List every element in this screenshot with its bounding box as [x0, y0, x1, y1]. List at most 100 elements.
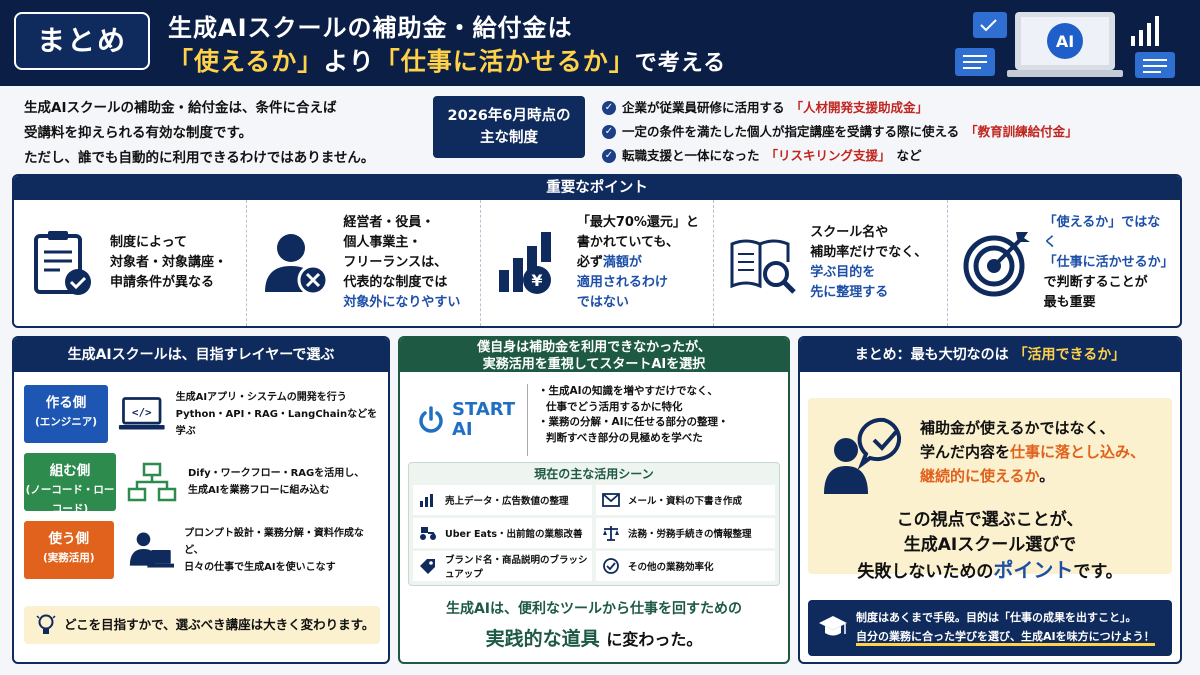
summary-highlight: ポイント: [993, 558, 1074, 582]
intro-text: 生成AIスクールの補助金・給付金は、条件に合えば 受講料を抑えられる有効な制度で…: [24, 96, 374, 171]
systems-date-pill: 2026年6月時点の 主な制度: [433, 96, 585, 158]
role-desc: Dify・ワークフロー・RAGを活用し、: [188, 468, 365, 479]
scene-text: Uber Eats・出前館の業態改善: [445, 529, 583, 540]
point-text: フリーランスは、: [343, 255, 448, 270]
role-integrator: 組む側(ノーコード・ローコード) Dify・ワークフロー・RAGを活用し、生成A…: [24, 452, 378, 515]
page-title-line2: 「使えるか」より「仕事に活かせるか」で考える: [168, 42, 726, 78]
role-user: 使う側(実務活用) プロンプト設計・業務分解・資料作成など、日々の仕事で生成AI…: [24, 520, 378, 580]
title-mid: より: [323, 47, 375, 76]
svg-text:</>: </>: [132, 406, 152, 419]
laptop-ai-illustration: AI: [955, 12, 1175, 78]
scene-text: ブランド名・商品説明のブラッシュアップ: [445, 555, 588, 580]
footer-line: 自分の業務に合った学びを選び、生成AIを味方につけよう！: [856, 630, 1155, 646]
person-check-bubble-icon: [824, 417, 902, 494]
scene-item: メール・資料の下書き作成: [596, 485, 775, 515]
graduation-cap-icon: [819, 616, 847, 636]
point-text: 申請条件が異なる: [110, 275, 215, 290]
key-points-title: 重要なポイント: [14, 176, 1180, 200]
scenes-title: 現在の主な活用シーン: [534, 467, 654, 481]
code-laptop-icon: </>: [118, 397, 165, 430]
footer-line: 制度はあくまで手段。目的は「仕事の成果を出すこと」。: [856, 611, 1137, 624]
pill-line: 2026年6月時点の: [447, 108, 571, 124]
role-desc: 生成AIアプリ・システムの開発を行う: [175, 391, 347, 403]
bar-chart-yen-icon: ¥: [498, 232, 551, 294]
delivery-scooter-icon: [420, 527, 436, 540]
experience-panel: 僕自身は補助金を利用できなかったが、 実務活用を重視してスタートAIを選択 ST…: [398, 336, 790, 664]
role-tag: 作る側(エンジニア): [24, 385, 109, 443]
check-circle-icon: [603, 558, 619, 574]
item-highlight: 「リスキリング支援」: [765, 148, 891, 163]
scales-icon: [603, 526, 619, 541]
point-text: 書かれていても、: [576, 235, 679, 250]
bullet-text: ・生成AIの知識を増やすだけでなく、: [538, 385, 719, 397]
scene-item: 売上データ・広告数値の整理: [413, 485, 592, 515]
intro-line: 受講料を抑えられる有効な制度です。: [24, 125, 253, 141]
summary-badge: まとめ: [14, 12, 150, 70]
point-highlight: 対象外になりやすい: [343, 295, 461, 310]
title-text: まとめ：最も大切なのは: [854, 347, 1009, 363]
check-icon: ✓: [602, 101, 616, 115]
summary-highlight: 継続的に使えるか: [920, 467, 1040, 485]
item-text: 企業が従業員研修に活用する: [622, 100, 785, 115]
scene-item: 法務・労務手続きの情報整理: [596, 518, 775, 548]
list-item: ✓一定の条件を満たした個人が指定講座を受講する際に使える「教育訓練給付金」: [602, 120, 1078, 144]
point-conditions: 制度によって 対象者・対象講座・ 申請条件が異なる: [14, 200, 248, 326]
point-text: 必ず: [576, 255, 603, 270]
role-name: 使う側: [48, 531, 90, 547]
layers-tip: どこを目指すかで、選ぶべき講座は大きく変わります。: [24, 606, 380, 644]
role-tag: 組む側(ノーコード・ローコード): [24, 453, 116, 515]
item-highlight: 「教育訓練給付金」: [965, 124, 1078, 139]
scene-text: その他の業務効率化: [628, 562, 714, 573]
person-laptop-icon: [129, 532, 175, 568]
summary-line: 学んだ内容を: [920, 443, 1011, 461]
tip-text: どこを目指すかで、選ぶべき講座は大きく変わります。: [64, 617, 375, 632]
summary-line: 補助金が使えるかではなく、: [920, 419, 1115, 437]
key-points-panel: 重要なポイント 制度によって 対象者・対象講座・ 申請条件が異なる: [12, 174, 1182, 328]
logo-text: AI: [452, 419, 473, 440]
experience-conclusion: 生成AIは、便利なツールから仕事を回すための 実践的な道具 に変わった。: [400, 598, 788, 651]
title-quote-2: 「仕事に活かせるか」: [374, 47, 635, 76]
point-text: 経営者・役員・: [343, 215, 435, 230]
conclusion-line: 生成AIは、便利なツールから仕事を回すための: [445, 601, 743, 617]
power-icon: [419, 406, 443, 433]
bullet-text: 仕事でどう活用するかに特化: [546, 400, 683, 413]
title-line: 実務活用を重視してスタートAIを選択: [482, 357, 706, 372]
tag-icon: [420, 559, 435, 574]
scenes-box: 現在の主な活用シーン 売上データ・広告数値の整理 メール・資料の下書き作成 Ub…: [408, 462, 780, 586]
point-purpose: スクール名や 補助率だけでなく、 学ぶ目的を 先に整理する: [714, 200, 948, 326]
list-item: ✓ 企業が従業員研修に活用する「人材開発支援助成金」: [602, 96, 1078, 120]
intro-line: ただし、誰でも自動的に利用できるわけではありません。: [24, 150, 375, 166]
point-text: 対象者・対象講座・: [110, 255, 228, 270]
experience-bullets: ・生成AIの知識を増やすだけでなく、 仕事でどう活用するかに特化 ・業務の分解・…: [538, 384, 729, 456]
ai-circle-label: AI: [1056, 32, 1074, 51]
summary-message: 失敗しないための: [857, 562, 994, 582]
person-x-icon: [265, 234, 329, 296]
title-line: 僕自身は補助金を利用できなかったが、: [477, 340, 711, 355]
experience-title: 僕自身は補助金を利用できなかったが、 実務活用を重視してスタートAIを選択: [400, 338, 788, 372]
point-text: 最も重要: [1043, 295, 1096, 310]
summary-footer: 制度はあくまで手段。目的は「仕事の成果を出すこと」。 自分の業務に合った学びを選…: [808, 600, 1172, 656]
scene-item: その他の業務効率化: [596, 551, 775, 581]
point-text: 補助率だけでなく、: [810, 245, 928, 260]
item-text: など: [896, 148, 922, 163]
point-highlight: 適用されるわけ: [576, 275, 668, 290]
point-text: スクール名や: [810, 225, 889, 240]
item-highlight: 「人材開発支援助成金」: [790, 100, 929, 115]
point-highlight: 先に整理する: [810, 285, 889, 300]
role-tag: 使う側(実務活用): [24, 521, 114, 579]
role-desc: 生成AIを業務フローに組み込む: [188, 485, 330, 496]
role-desc: 日々の仕事で生成AIを使いこなす: [184, 561, 336, 573]
point-text: 「最大70%還元」と: [576, 215, 699, 230]
title-quote-1: 「使えるか」: [168, 47, 324, 76]
scene-text: メール・資料の下書き作成: [628, 496, 743, 507]
bar-chart-icon: [420, 494, 433, 507]
point-refund: ¥ 「最大70%還元」と 書かれていても、 必ず満額が 適用されるわけ ではない: [481, 200, 715, 326]
scene-item: ブランド名・商品説明のブラッシュアップ: [413, 551, 592, 581]
point-exclusions: 経営者・役員・ 個人事業主・ フリーランスは、 代表的な制度では 対象外になりや…: [247, 200, 481, 326]
bullet-text: 判断すべき部分の見極めを学べた: [546, 431, 703, 444]
scene-text: 売上データ・広告数値の整理: [445, 496, 569, 507]
point-highlight: 学ぶ目的を: [810, 265, 876, 280]
logo-text: START: [452, 399, 516, 420]
